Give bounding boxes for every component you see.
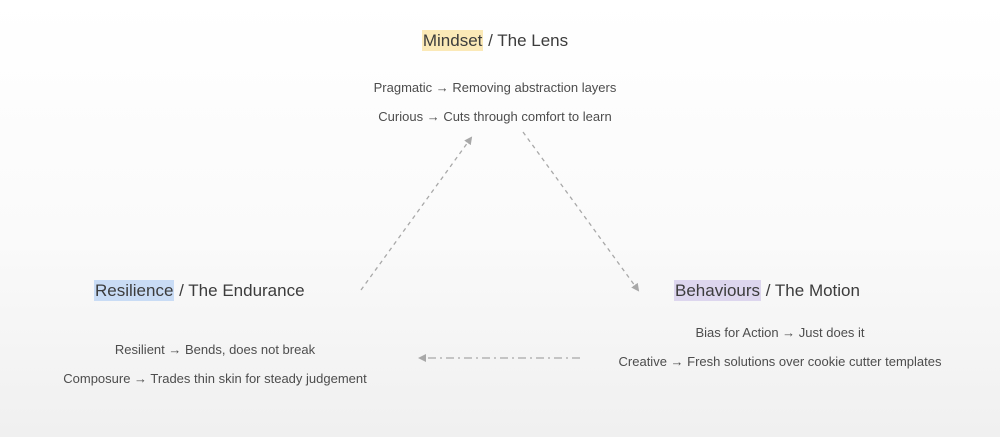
resilience-keyword: Resilience — [94, 280, 175, 301]
mindset-line: Curious → Cuts through comfort to learn — [378, 109, 612, 124]
node-resilience-lines: Resilient → Bends, does not break Compos… — [15, 335, 415, 393]
node-mindset: Mindset / The Lens Pragmatic → Removing … — [0, 30, 990, 131]
node-mindset-title: Mindset / The Lens — [0, 30, 990, 51]
arrow-mindset-to-behaviours — [522, 131, 640, 292]
resilience-line: Composure → Trades thin skin for steady … — [63, 371, 367, 386]
behaviours-line: Bias for Action → Just does it — [695, 325, 865, 340]
arrow-resilience-to-mindset — [360, 136, 473, 291]
mindset-subtitle: / The Lens — [483, 31, 569, 50]
mindset-keyword: Mindset — [421, 30, 484, 51]
node-mindset-lines: Pragmatic → Removing abstraction layers … — [0, 73, 990, 131]
resilience-line: Resilient → Bends, does not break — [114, 342, 316, 357]
node-behaviours-title: Behaviours / The Motion — [674, 280, 860, 301]
mindset-line: Pragmatic → Removing abstraction layers — [373, 80, 617, 95]
behaviours-keyword: Behaviours — [674, 280, 762, 301]
node-resilience-title: Resilience / The Endurance — [94, 280, 305, 301]
resilience-subtitle: / The Endurance — [174, 281, 305, 300]
behaviours-subtitle: / The Motion — [761, 281, 860, 300]
node-behaviours-lines: Bias for Action → Just does it Creative … — [600, 318, 960, 376]
behaviours-line: Creative → Fresh solutions over cookie c… — [618, 354, 942, 369]
